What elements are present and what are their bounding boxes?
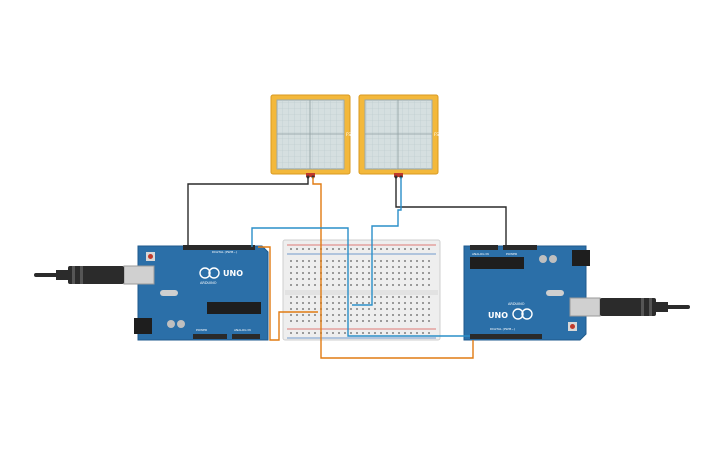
uno-logo: UNO xyxy=(488,311,508,320)
usb-cable-left[interactable] xyxy=(34,266,124,284)
wire-black-right[interactable] xyxy=(395,177,507,246)
digital-label: DIGITAL (PWM~) xyxy=(490,327,515,331)
force-sensor-left[interactable]: FSR xyxy=(270,94,354,179)
fsr-label: FSR xyxy=(434,132,442,137)
arduino-brand: ARDUINO xyxy=(200,281,217,285)
wire-black-left[interactable] xyxy=(187,177,309,246)
wire-orange-arduino[interactable] xyxy=(258,246,318,341)
analog-label: ANALOG IN xyxy=(472,252,489,256)
digital-label: DIGITAL (PWM~) xyxy=(212,250,237,254)
usb-cable-right[interactable] xyxy=(600,298,690,316)
wire-blue-arduino[interactable] xyxy=(251,227,470,337)
power-label: POWER xyxy=(196,328,207,332)
reset-button[interactable] xyxy=(148,254,153,259)
arduino-uno-right[interactable]: UNO ARDUINO DIGITAL (PWM~) POWER ANALOG … xyxy=(463,245,601,341)
force-sensor-right[interactable]: FSR xyxy=(358,94,442,179)
wire-blue-sensor[interactable] xyxy=(352,177,402,306)
wire-orange-sensor[interactable] xyxy=(312,177,474,359)
power-label: POWER xyxy=(506,252,517,256)
wires xyxy=(187,177,507,359)
breadboard[interactable] xyxy=(282,239,441,341)
analog-label: ANALOG IN xyxy=(234,328,251,332)
arduino-brand: ARDUINO xyxy=(508,302,525,306)
fsr-label: FSR xyxy=(346,132,354,137)
uno-logo: UNO xyxy=(223,269,243,278)
arduino-uno-left[interactable]: UNO ARDUINO DIGITAL (PWM~) POWER ANALOG … xyxy=(123,245,269,341)
reset-button[interactable] xyxy=(570,324,575,329)
